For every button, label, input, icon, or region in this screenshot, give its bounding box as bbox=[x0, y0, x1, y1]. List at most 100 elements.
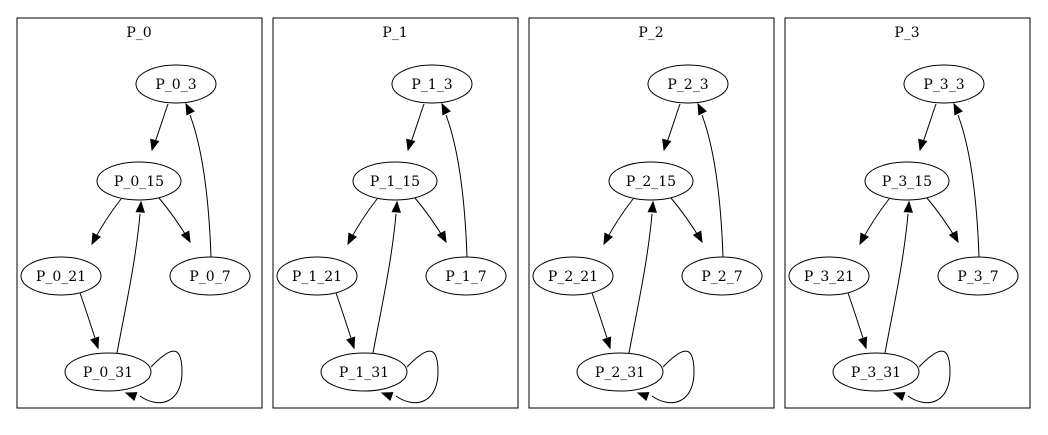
node-p2-7-shape bbox=[681, 256, 763, 296]
edge-p2-31-to-31 bbox=[651, 350, 695, 404]
cluster-p0-box bbox=[16, 17, 263, 409]
edge-p0-15-to-21-arrowhead bbox=[91, 232, 101, 246]
edge-p3-31-to-15-arrowhead bbox=[903, 200, 913, 213]
cluster-p2-edges bbox=[591, 102, 724, 404]
cluster-p1-edges bbox=[335, 102, 468, 404]
cluster-p3-label: P_3 bbox=[894, 25, 919, 41]
node-p0-7-label: P_0_7 bbox=[189, 269, 230, 285]
node-p0-15-shape bbox=[96, 161, 182, 201]
edge-p1-7-to-3 bbox=[445, 114, 468, 258]
node-p3-31-label: P_3_31 bbox=[851, 365, 901, 381]
cluster-p3-box bbox=[784, 17, 1031, 409]
edge-p0-31-to-31 bbox=[139, 350, 183, 404]
node-p0-7: P_0_7 bbox=[169, 256, 251, 296]
node-p2-3: P_2_3 bbox=[647, 64, 729, 104]
cluster-p0-nodes: P_0_3 P_0_15 P_0_21 P_0_7 P_0_31 bbox=[20, 64, 251, 392]
node-p3-21: P_3_21 bbox=[788, 256, 870, 296]
edge-p0-7-to-3 bbox=[189, 114, 212, 258]
edge-p0-7-to-3-arrowhead bbox=[185, 102, 195, 116]
cluster-p0: P_0 P_0_3 P_0_15 P_0_21 P_0_7 P_0_31 bbox=[16, 17, 263, 409]
node-p1-7: P_1_7 bbox=[425, 256, 507, 296]
cluster-p0-label: P_0 bbox=[126, 25, 151, 41]
node-p3-7-label: P_3_7 bbox=[957, 269, 998, 285]
edge-p0-31-to-15-arrowhead bbox=[135, 200, 145, 213]
cluster-p2-label: P_2 bbox=[638, 25, 663, 41]
node-p0-7-shape bbox=[169, 256, 251, 296]
node-p0-21-shape bbox=[20, 256, 102, 296]
edge-p3-21-to-31 bbox=[847, 292, 865, 342]
node-p3-3: P_3_3 bbox=[903, 64, 985, 104]
edge-p2-21-to-31-arrowhead bbox=[602, 336, 612, 350]
node-p2-21: P_2_21 bbox=[532, 256, 614, 296]
edge-p2-3-to-15-arrowhead bbox=[662, 138, 672, 152]
cluster-p3-edges bbox=[847, 102, 980, 404]
edge-p3-31-to-31-arrowhead bbox=[892, 392, 906, 401]
edge-p1-31-to-31 bbox=[395, 350, 439, 404]
node-p1-15-label: P_1_15 bbox=[370, 174, 420, 190]
node-p0-31-label: P_0_31 bbox=[83, 365, 133, 381]
cluster-p1: P_1 P_1_3 P_1_15 P_1_21 P_1_7 P_1_31 bbox=[272, 17, 519, 409]
node-p0-3-shape bbox=[135, 64, 217, 104]
node-p3-31-shape bbox=[832, 352, 920, 392]
node-p3-7-shape bbox=[937, 256, 1019, 296]
edge-p2-7-to-3-arrowhead bbox=[697, 102, 707, 116]
node-p0-3: P_0_3 bbox=[135, 64, 217, 104]
edge-p3-15-to-7-arrowhead bbox=[948, 230, 959, 244]
edge-p1-21-to-31-arrowhead bbox=[346, 336, 356, 350]
node-p3-31: P_3_31 bbox=[832, 352, 920, 392]
cluster-p1-label: P_1 bbox=[382, 25, 407, 41]
cluster-p0-edges bbox=[79, 102, 212, 404]
edge-p3-31-to-15 bbox=[884, 213, 909, 354]
node-p0-3-label: P_0_3 bbox=[155, 77, 196, 93]
node-p1-31: P_1_31 bbox=[320, 352, 408, 392]
node-p3-21-label: P_3_21 bbox=[804, 269, 854, 285]
edge-p2-15-to-21-arrowhead bbox=[603, 232, 613, 246]
node-p3-3-shape bbox=[903, 64, 985, 104]
node-p1-3-shape bbox=[391, 64, 473, 104]
cluster-p3: P_3 P_3_3 P_3_15 P_3_21 P_3_7 P_3_31 bbox=[784, 17, 1031, 409]
node-p2-21-label: P_2_21 bbox=[548, 269, 598, 285]
node-p0-15: P_0_15 bbox=[96, 161, 182, 201]
edge-p3-21-to-31-arrowhead bbox=[858, 336, 868, 350]
node-p1-21-shape bbox=[276, 256, 358, 296]
edge-p2-7-to-3 bbox=[701, 114, 724, 258]
node-p1-3: P_1_3 bbox=[391, 64, 473, 104]
edge-p1-15-to-7-arrowhead bbox=[436, 230, 447, 244]
edge-p2-31-to-15 bbox=[628, 213, 653, 354]
node-p0-31-shape bbox=[64, 352, 152, 392]
node-p1-21: P_1_21 bbox=[276, 256, 358, 296]
edge-p2-21-to-31 bbox=[591, 292, 609, 342]
node-p2-7-label: P_2_7 bbox=[701, 269, 742, 285]
node-p1-7-label: P_1_7 bbox=[445, 269, 486, 285]
node-p0-31: P_0_31 bbox=[64, 352, 152, 392]
edge-p3-3-to-15-arrowhead bbox=[918, 138, 928, 152]
cluster-p1-nodes: P_1_3 P_1_15 P_1_21 P_1_7 P_1_31 bbox=[276, 64, 507, 392]
edge-p1-3-to-15-arrowhead bbox=[406, 138, 416, 152]
node-p0-15-label: P_0_15 bbox=[114, 174, 164, 190]
edge-p0-31-to-15 bbox=[116, 213, 141, 354]
node-p1-7-shape bbox=[425, 256, 507, 296]
edge-p1-7-to-3-arrowhead bbox=[441, 102, 451, 116]
edge-p1-31-to-15-arrowhead bbox=[391, 200, 401, 213]
edge-p3-15-to-21-arrowhead bbox=[859, 232, 869, 246]
node-p3-3-label: P_3_3 bbox=[923, 77, 964, 93]
node-p3-15-label: P_3_15 bbox=[882, 174, 932, 190]
cluster-p2-nodes: P_2_3 P_2_15 P_2_21 P_2_7 P_2_31 bbox=[532, 64, 763, 392]
node-p0-21-label: P_0_21 bbox=[36, 269, 86, 285]
node-p2-3-label: P_2_3 bbox=[667, 77, 708, 93]
edge-p0-15-to-7-arrowhead bbox=[180, 230, 191, 244]
node-p2-21-shape bbox=[532, 256, 614, 296]
edge-p0-21-to-31-arrowhead bbox=[90, 336, 100, 350]
node-p3-7: P_3_7 bbox=[937, 256, 1019, 296]
node-p1-15: P_1_15 bbox=[352, 161, 438, 201]
node-p2-31-label: P_2_31 bbox=[595, 365, 645, 381]
node-p2-7: P_2_7 bbox=[681, 256, 763, 296]
edge-p2-15-to-7-arrowhead bbox=[692, 230, 703, 244]
edge-p3-7-to-3 bbox=[957, 114, 980, 258]
node-p2-31: P_2_31 bbox=[576, 352, 664, 392]
node-p0-21: P_0_21 bbox=[20, 256, 102, 296]
edge-p0-3-to-15-arrowhead bbox=[150, 138, 160, 152]
edge-p1-15-to-21-arrowhead bbox=[347, 232, 357, 246]
node-p2-3-shape bbox=[647, 64, 729, 104]
